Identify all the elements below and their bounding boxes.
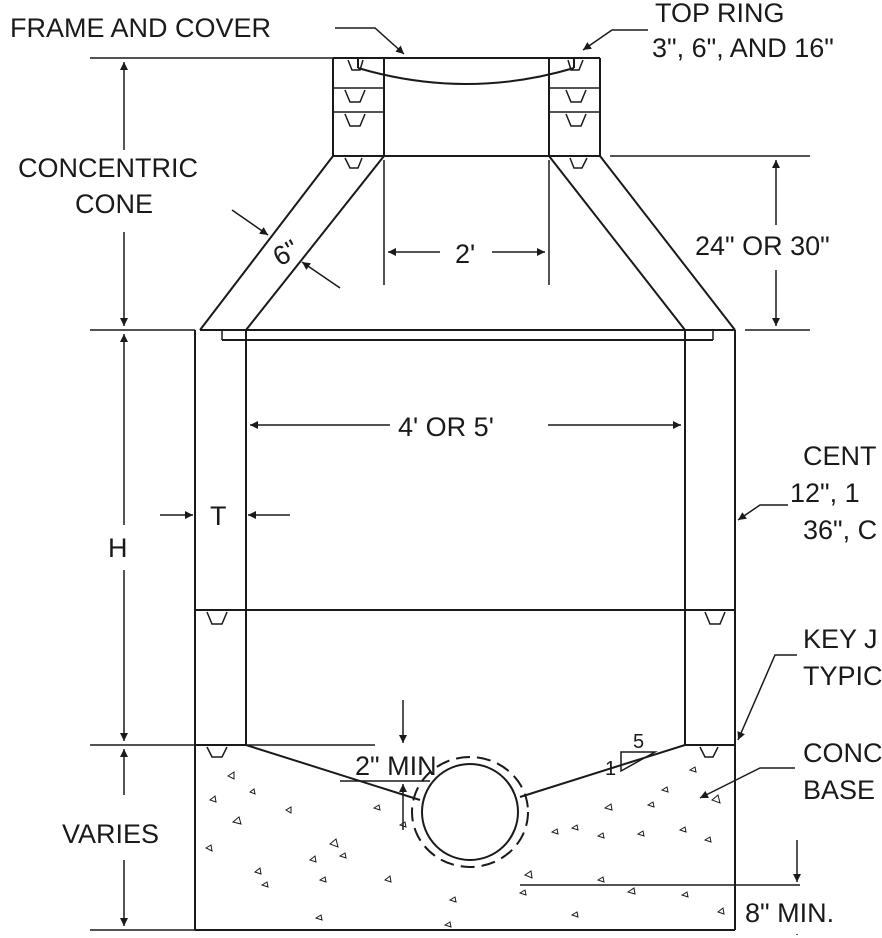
concrete-base <box>204 744 800 928</box>
label-center-section-3: 36", C <box>803 515 877 545</box>
label-concrete-base-1: CONC <box>803 738 882 768</box>
label-key-joint-2: TYPIC <box>803 661 882 691</box>
label-cone-thickness: 6" <box>268 234 304 272</box>
frame-and-cover <box>332 57 601 169</box>
label-top-ring-sizes: 3", 6", AND 16" <box>652 33 834 63</box>
label-min-fill: 2" MIN <box>355 751 437 781</box>
label-varies: VARIES <box>62 819 159 849</box>
label-wall-thickness: T <box>210 501 227 531</box>
label-center-section-2: 12", 1 <box>790 478 860 508</box>
label-slope-rise: 1 <box>605 758 616 780</box>
label-top-ring: TOP RING <box>655 0 785 28</box>
label-base-min: 8" MIN. <box>745 898 834 928</box>
label-slope-run: 5 <box>633 731 644 753</box>
label-opening-width: 2' <box>455 239 475 269</box>
label-cone-height: 24" OR 30" <box>695 231 830 261</box>
label-concentric: CONCENTRIC <box>18 153 198 183</box>
label-cone: CONE <box>75 189 153 219</box>
label-inside-diameter: 4' OR 5' <box>398 412 494 442</box>
aggregate-pattern <box>204 766 725 928</box>
barrel-sections <box>194 330 736 931</box>
label-key-joint-1: KEY J <box>803 624 878 654</box>
label-concrete-base-2: BASE <box>803 775 875 805</box>
concentric-cone <box>199 155 736 341</box>
label-frame-and-cover: FRAME AND COVER <box>10 13 271 43</box>
label-height: H <box>108 533 128 563</box>
dimension-lines <box>90 27 810 935</box>
annotation-labels: FRAME AND COVER TOP RING 3", 6", AND 16"… <box>10 0 882 928</box>
label-center-section-1: CENT <box>803 441 877 471</box>
